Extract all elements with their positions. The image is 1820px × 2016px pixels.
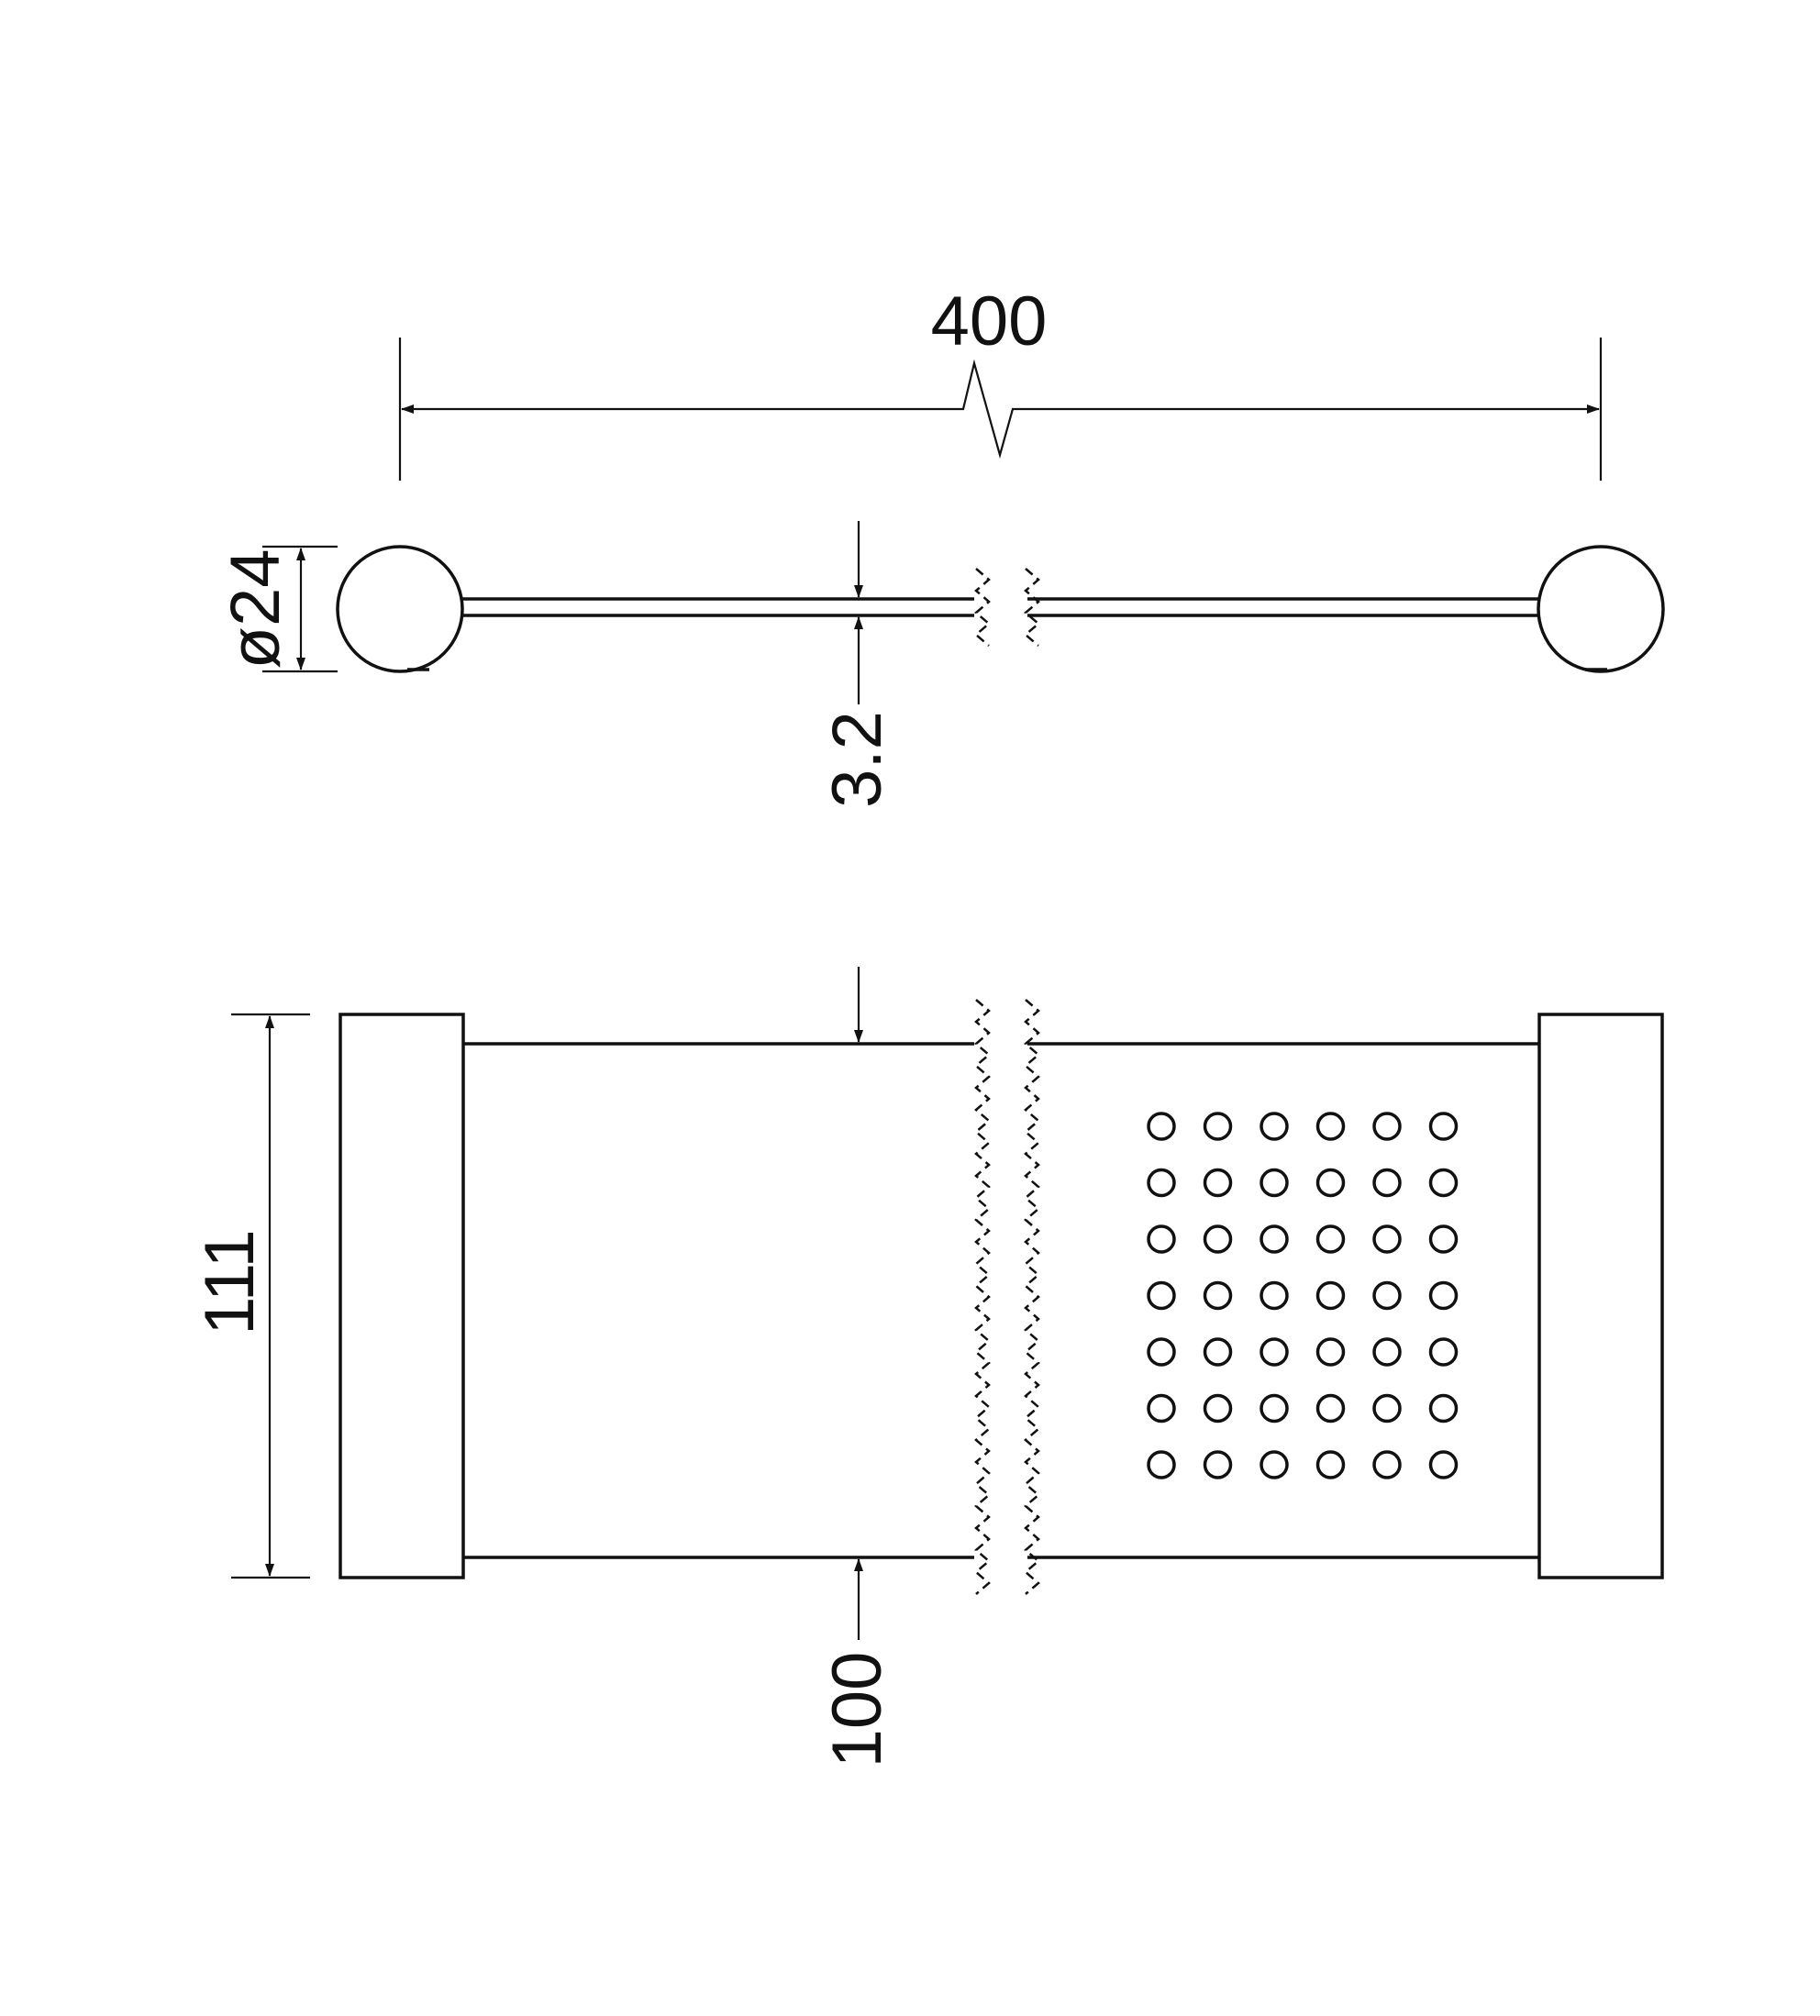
perforation-hole (1147, 1224, 1176, 1254)
perforation-hole (1428, 1224, 1459, 1254)
perforation-hole (1315, 1280, 1346, 1311)
perforation-hole (1428, 1337, 1459, 1367)
perforation-hole (1372, 1450, 1402, 1479)
diameter-label: ø24 (216, 549, 294, 670)
perforation-hole (1203, 1280, 1233, 1311)
length-label: 400 (931, 282, 1048, 360)
perforation-hole (1203, 1224, 1233, 1254)
break-line-left (974, 568, 991, 647)
perforation-hole (1372, 1224, 1402, 1254)
break-line-left (974, 999, 991, 1595)
perforation-hole (1147, 1393, 1176, 1423)
break-line-right (1024, 568, 1040, 647)
perforation-hole (1203, 1393, 1233, 1423)
perforation-hole (1315, 1224, 1346, 1254)
shelf-depth-label: 100 (818, 1652, 896, 1768)
perforation-hole (1372, 1337, 1402, 1367)
right-end-cap (1537, 545, 1665, 673)
perforation-hole (1203, 1450, 1233, 1479)
perforation-hole (1260, 1280, 1289, 1311)
left-end-cap (336, 545, 464, 673)
length-dimension-line (401, 359, 1600, 460)
perforation-hole (1203, 1337, 1233, 1367)
perforation-hole (1428, 1112, 1459, 1141)
perforation-hole (1260, 1450, 1289, 1479)
perforation-hole (1147, 1280, 1176, 1311)
perforation-hole (1428, 1168, 1459, 1198)
top-view: ø24 3.2 (216, 521, 1665, 808)
perforation-hole (1372, 1112, 1402, 1141)
right-bracket (1537, 1013, 1664, 1579)
left-bracket (338, 1013, 465, 1579)
thickness-label: 3.2 (818, 711, 896, 808)
plan-view: 111 100 (191, 967, 1664, 1768)
perforation-hole (1372, 1168, 1402, 1198)
perforation-hole (1203, 1112, 1233, 1141)
perforation-hole (1315, 1393, 1346, 1423)
perforation-hole (1428, 1393, 1459, 1423)
perforation-hole (1260, 1112, 1289, 1141)
perforation-hole (1315, 1112, 1346, 1141)
perforation-hole (1203, 1168, 1233, 1198)
hole-pattern (1147, 1112, 1459, 1479)
perforation-hole (1315, 1337, 1346, 1367)
perforation-hole (1315, 1450, 1346, 1479)
perforation-hole (1428, 1280, 1459, 1311)
perforation-hole (1147, 1337, 1176, 1367)
perforation-hole (1428, 1450, 1459, 1479)
perforation-hole (1260, 1168, 1289, 1198)
perforation-hole (1260, 1224, 1289, 1254)
perforation-hole (1315, 1168, 1346, 1198)
perforation-hole (1147, 1112, 1176, 1141)
perforation-hole (1147, 1168, 1176, 1198)
overall-depth-label: 111 (191, 1229, 269, 1335)
break-line-right (1024, 999, 1040, 1595)
length-dimension: 400 (398, 282, 1603, 481)
perforation-hole (1147, 1450, 1176, 1479)
perforation-hole (1260, 1393, 1289, 1423)
perforation-hole (1372, 1393, 1402, 1423)
perforation-hole (1372, 1280, 1402, 1311)
perforation-hole (1260, 1337, 1289, 1367)
